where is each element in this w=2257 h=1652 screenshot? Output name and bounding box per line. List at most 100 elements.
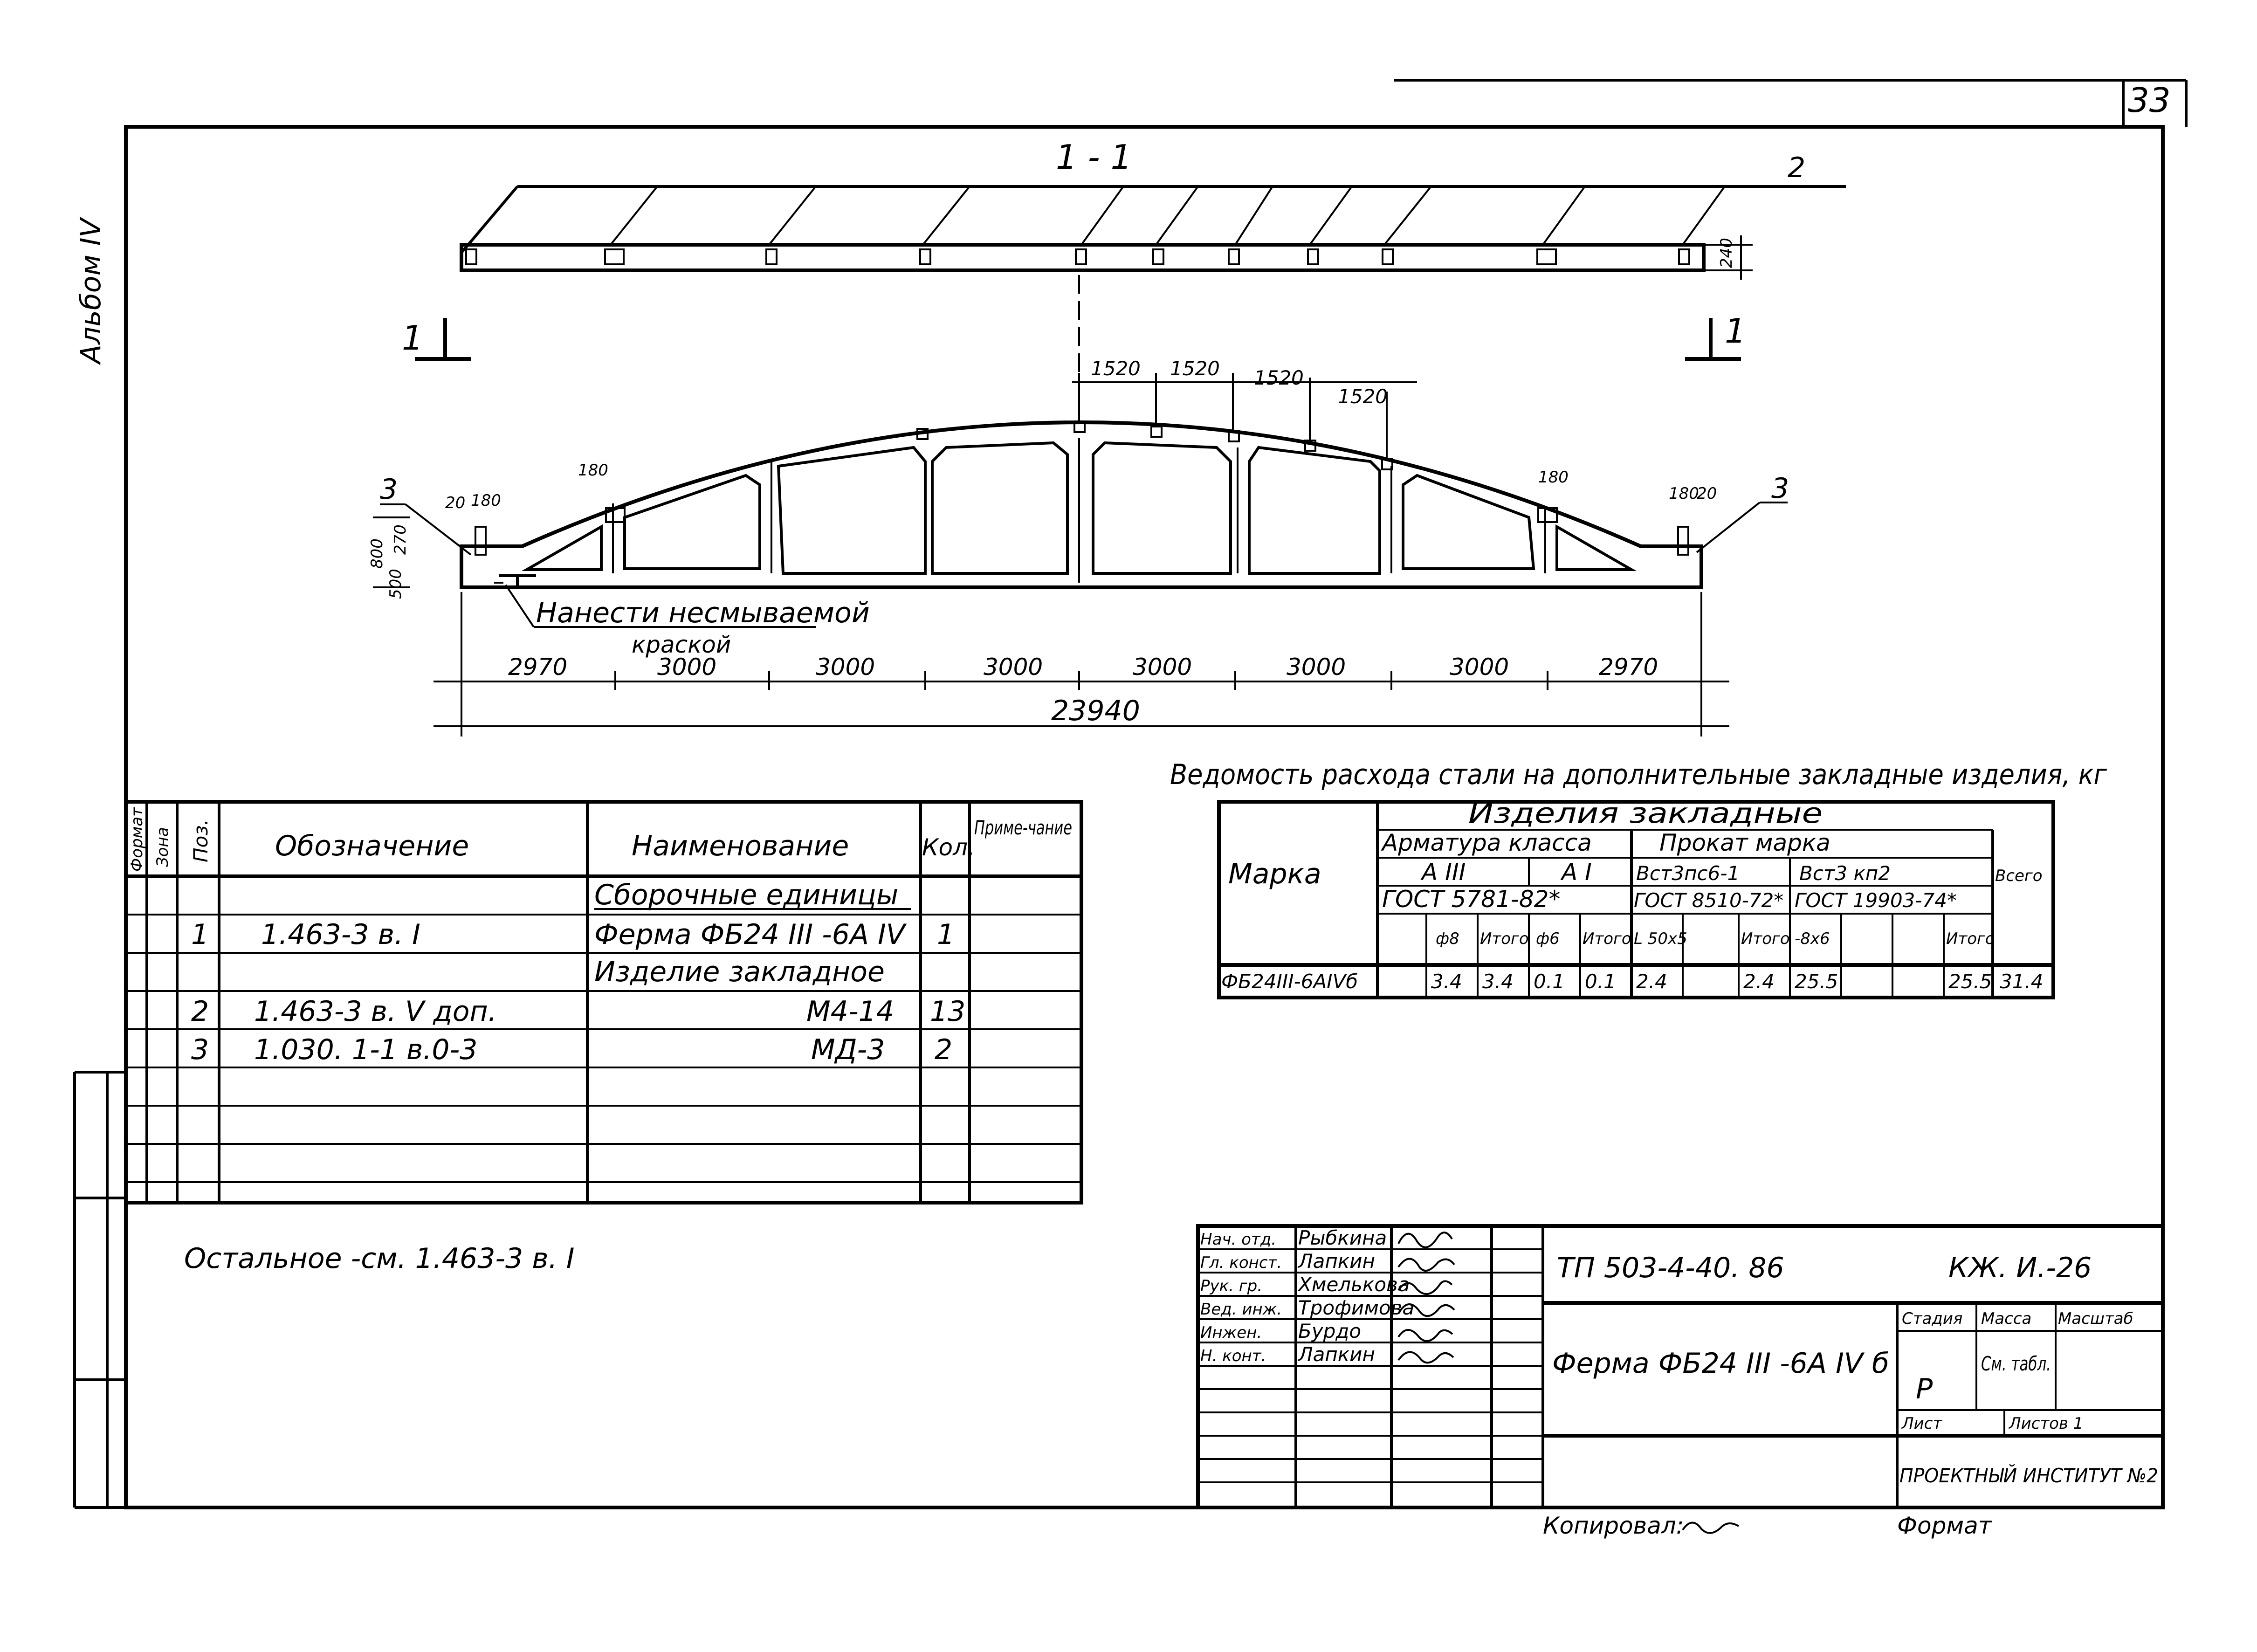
steel-table-grid <box>1217 800 2055 999</box>
spec-header-format: Формат <box>128 807 146 872</box>
steel-rolled-header: Прокат марка <box>1659 829 1830 856</box>
callout-3-left: 3 <box>380 473 398 506</box>
steel-sub-7: Итого <box>1741 929 1790 948</box>
staff-name-5: Бурдо <box>1298 1320 1361 1342</box>
section-marks <box>415 318 1741 361</box>
dim-800: 800 <box>368 538 386 569</box>
steel-val-4: 0.1 <box>1585 970 1616 993</box>
title-sheet-label: Лист <box>1901 1414 1942 1433</box>
album-label: Альбом IV <box>75 217 107 365</box>
spec-header-qty: Кол. <box>922 834 975 861</box>
dim-20-left: 20 <box>445 494 465 512</box>
spec-header-name: Наименование <box>632 830 849 862</box>
copier-signature <box>1682 1521 1740 1534</box>
callout-leaders <box>380 502 1788 556</box>
staff-role-2: Гл. конст. <box>1200 1253 1282 1272</box>
steel-val-7: 2.4 <box>1743 970 1775 993</box>
staff-role-6: Н. конт. <box>1200 1347 1266 1365</box>
steel-sub-5: L 50x5 <box>1634 929 1687 948</box>
dim-270: 270 <box>391 524 410 555</box>
truss-note-line1: Нанести несмываемой <box>536 597 870 629</box>
bottom-dims <box>434 592 1729 737</box>
spec-header-designation: Обозначение <box>275 830 469 862</box>
steel-gost2: ГОСТ 8510-72* <box>1634 889 1783 912</box>
spec-header-zone: Зона <box>153 827 172 867</box>
dim-180-right: 180 <box>1538 468 1569 487</box>
section-mark-right: 1 <box>1725 311 1746 351</box>
steel-val-8: 25.5 <box>1795 970 1838 993</box>
top-plan <box>460 185 1846 410</box>
footer-format: Формат <box>1897 1512 1993 1539</box>
steel-val-1: 3.4 <box>1431 970 1462 993</box>
title-stage-label: Стадия <box>1902 1309 1962 1328</box>
steel-rebar-header: Арматура класса <box>1381 829 1592 856</box>
title-mass-label: Масса <box>1981 1309 2031 1328</box>
title-sheets-label: Листов 1 <box>2008 1414 2083 1433</box>
spacing-1: 1520 <box>1091 357 1141 380</box>
callout-2: 2 <box>1788 151 1805 184</box>
steel-a3: А III <box>1420 859 1466 886</box>
page-number: 33 <box>2128 81 2171 120</box>
spacing-3: 1520 <box>1254 366 1304 389</box>
footer-copied: Копировал: <box>1543 1512 1684 1539</box>
steel-sub-4: Итого <box>1583 929 1631 948</box>
sheet-frame <box>73 79 2188 1509</box>
dim-180-left-b: 180 <box>578 461 608 480</box>
truss-note-line2: краской <box>632 631 731 658</box>
title-institute: ПРОЕКТНЫЙ ИНСТИТУТ №2 <box>1899 1464 2158 1487</box>
bottom-dim-7: 3000 <box>1450 654 1509 681</box>
note-leader <box>505 584 535 628</box>
title-sheet-code: КЖ. И.-26 <box>1948 1252 2092 1284</box>
staff-name-2: Лапкин <box>1297 1250 1375 1273</box>
spec-table-grid <box>124 800 1083 1205</box>
spec-row-5-qty: 2 <box>935 1033 952 1066</box>
spec-row-2-pos: 1 <box>191 918 209 951</box>
spec-row-3-name: Изделие закладное <box>594 956 885 988</box>
steel-total-header: Всего <box>1995 867 2043 885</box>
dim-180-right-b: 180 <box>1669 484 1699 503</box>
steel-sub-3: ф6 <box>1536 929 1560 948</box>
bottom-dim-2: 3000 <box>657 654 716 681</box>
spec-header-note: Приме-чание <box>974 816 1072 839</box>
bottom-dim-5: 3000 <box>1133 654 1192 681</box>
section-mark-left: 1 <box>402 318 423 358</box>
dim-180-left: 180 <box>471 491 501 510</box>
bottom-dim-8: 2970 <box>1599 654 1658 681</box>
spec-row-5-pos: 3 <box>191 1033 209 1066</box>
steel-val-2: 3.4 <box>1482 970 1514 993</box>
callout-3-right: 3 <box>1771 472 1789 505</box>
staff-role-3: Рук. гр. <box>1200 1277 1262 1295</box>
spec-header-pos: Поз. <box>189 819 212 862</box>
steel-val-3: 0.1 <box>1534 970 1565 993</box>
spec-row-2-qty: 1 <box>937 918 955 951</box>
steel-mark-header: Марка <box>1228 858 1321 890</box>
bottom-dim-3: 3000 <box>816 654 875 681</box>
steel-a1: А I <box>1560 859 1592 886</box>
staff-name-6: Лапкин <box>1297 1343 1375 1366</box>
staff-role-1: Нач. отд. <box>1200 1230 1276 1249</box>
bottom-dim-1: 2970 <box>508 654 567 681</box>
title-mass-value: См. табл. <box>1981 1352 2051 1375</box>
steel-group-header: Изделия закладные <box>1468 797 1823 830</box>
staff-name-4: Трофимова <box>1298 1296 1414 1319</box>
total-length: 23940 <box>1051 695 1140 727</box>
title-scale-label: Масштаб <box>2058 1309 2133 1328</box>
spec-row-2-name: Ферма ФБ24 III -6А IV <box>594 918 907 951</box>
spec-row-4-qty: 13 <box>930 995 965 1028</box>
staff-role-4: Вед. инж. <box>1200 1300 1282 1319</box>
title-stage-value: Р <box>1916 1373 1933 1405</box>
top-spacing-dims <box>1072 373 1417 459</box>
signatures <box>1397 1232 1455 1364</box>
spec-row-4-name: М4-14 <box>806 995 894 1028</box>
steel-table-title: Ведомость расхода стали на дополнительны… <box>1170 758 2107 791</box>
spec-row-2-designation: 1.463-3 в. I <box>261 918 420 951</box>
bottom-dim-6: 3000 <box>1287 654 1346 681</box>
spec-row-5-designation: 1.030. 1-1 в.0-3 <box>254 1033 477 1066</box>
steel-sub-11: Итого <box>1946 929 1995 948</box>
steel-st3: Вст3пс6-1 <box>1636 862 1740 885</box>
staff-name-1: Рыбкина <box>1298 1226 1387 1249</box>
steel-sub-2: Итого <box>1480 929 1529 948</box>
spec-row-4-designation: 1.463-3 в. V доп. <box>254 995 497 1028</box>
staff-role-5: Инжен. <box>1200 1323 1262 1342</box>
steel-row-mark: ФБ24III-6АIVб <box>1221 970 1358 993</box>
